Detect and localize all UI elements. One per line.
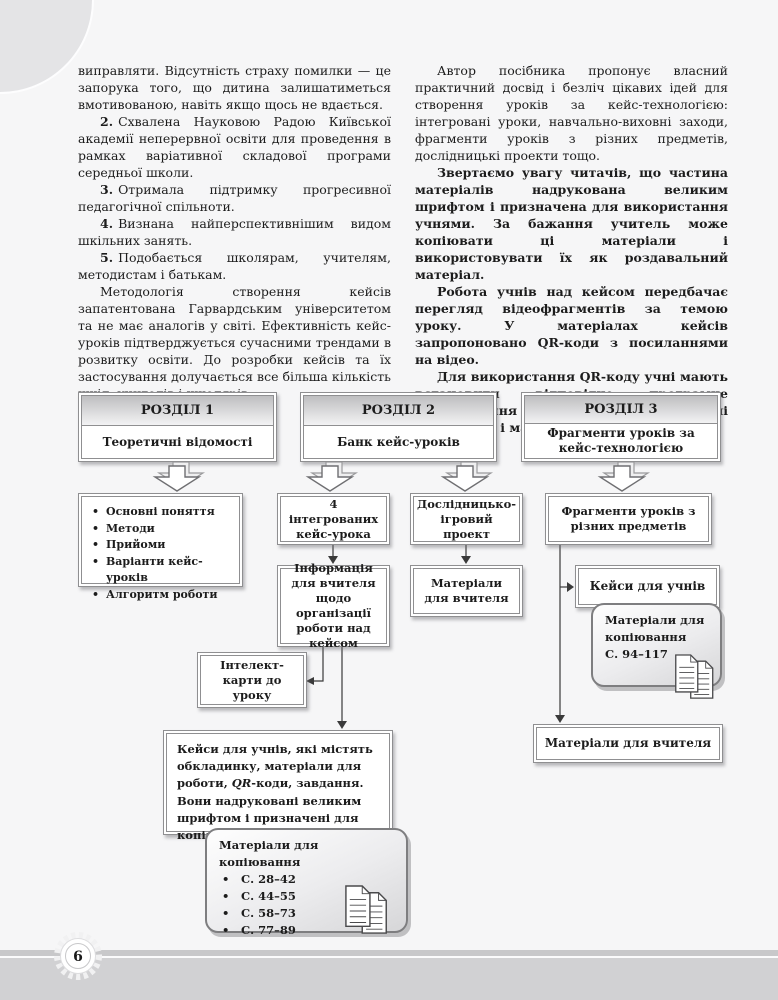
- section2-header: РОЗДІЛ 2 Банк кейс-уроків: [300, 392, 497, 462]
- section2-subtitle: Банк кейс-уроків: [304, 426, 493, 458]
- page-number: 6: [73, 949, 83, 965]
- topics-box: Основні поняття Методи Прийоми Варіанти …: [78, 493, 243, 603]
- section1-subtitle: Теоретичні відомості: [82, 426, 273, 458]
- topic-item: Основні поняття: [90, 504, 235, 521]
- section3-header: РОЗДІЛ 3 Фрагменти уроків за кейс-технол…: [521, 392, 721, 462]
- block-arrow-icon: [152, 462, 206, 492]
- block-arrow-icon: [305, 462, 359, 492]
- paragraph: 4.Визнана найперспективнішим видом шкіль…: [78, 215, 391, 249]
- paragraph: виправляти. Відсутність страху помилки —…: [78, 63, 391, 112]
- topic-item: Прийоми: [90, 537, 235, 554]
- research-project-box: Дослідницько-ігровий проект: [410, 493, 523, 545]
- copy-page-range: С. 77–89: [219, 922, 398, 939]
- item-number: 5.: [100, 250, 114, 265]
- block-arrow-icon: [597, 462, 651, 492]
- item-number: 2.: [100, 114, 114, 129]
- section1-header: РОЗДІЛ 1 Теоретичні відомості: [78, 392, 277, 462]
- paragraph: 2.Схвалена Науковою Радою Київської акад…: [78, 113, 391, 181]
- copy-page-range: С. 44–55: [219, 888, 398, 905]
- right-column: Автор посібника пропонує власний практич…: [415, 62, 728, 436]
- mind-maps-box: Інтелект-карти до уроку: [197, 652, 307, 708]
- documents-icon: [345, 885, 387, 934]
- teacher-info-box: Інформація для вчителя щодо організації …: [277, 561, 390, 650]
- description-text: Кейси для учнів, які містять обкладинку,…: [177, 742, 373, 791]
- topic-item: Варіанти кейс-уроків: [90, 554, 235, 587]
- paragraph-text: Отримала підтримку прогресивної педагогі…: [78, 182, 391, 214]
- paragraph-text: Визнана найперспективнішим видом шкільни…: [78, 216, 391, 248]
- copy-materials-title: Матеріали для копіювання: [605, 613, 705, 644]
- body-text: виправляти. Відсутність страху помилки —…: [78, 62, 728, 436]
- paragraph-text: Подобається школярам, учителям, методист…: [78, 250, 391, 282]
- copy-page-range: С. 58–73: [219, 905, 398, 922]
- qr-label: QR: [231, 776, 252, 791]
- section2-title: РОЗДІЛ 2: [304, 396, 493, 426]
- copy-page-range: С. 28–42: [219, 871, 398, 888]
- block-arrow-icon: [440, 462, 494, 492]
- subject-fragments-box: Фрагменти уроків з різних предметів: [545, 493, 712, 545]
- teacher-materials-bottom-box: Матеріали для вчителя: [533, 724, 723, 763]
- documents-icon: [675, 654, 714, 699]
- copy-page-range: С. 94–117: [605, 647, 668, 661]
- integrated-cases-box: 4 інтегрованих кейс-урока: [277, 493, 390, 545]
- student-cases-description-box: Кейси для учнів, які містять обкладинку,…: [163, 730, 393, 842]
- teacher-materials-box: Матеріали для вчителя: [410, 565, 523, 617]
- copy-materials-box: Матеріали для копіювання С. 28–42 С. 44–…: [205, 828, 408, 939]
- paragraph: Робота учнів над кейсом передбачає перег…: [415, 284, 728, 367]
- gear-icon: [54, 932, 102, 980]
- copy-materials-right-box: Матеріали для копіювання С. 94–117: [591, 603, 722, 699]
- footer-band: [0, 956, 778, 1000]
- topic-item: Алгоритм роботи: [90, 587, 235, 604]
- item-number: 3.: [100, 182, 114, 197]
- section3-subtitle: Фрагменти уроків за кейс-технологією: [525, 424, 717, 458]
- paragraph: Автор посібника пропонує власний практич…: [415, 63, 728, 163]
- topic-item: Методи: [90, 521, 235, 538]
- section3-title: РОЗДІЛ 3: [525, 396, 717, 424]
- left-column: виправляти. Відсутність страху помилки —…: [78, 62, 391, 436]
- paragraph-text: Схвалена Науковою Радою Київської академ…: [78, 114, 391, 180]
- paragraph: 5.Подобається школярам, учителям, методи…: [78, 249, 391, 283]
- student-cases-box: Кейси для учнів: [575, 565, 720, 608]
- section1-title: РОЗДІЛ 1: [82, 396, 273, 426]
- item-number: 4.: [100, 216, 114, 231]
- copy-materials-title: Матеріали для копіювання: [219, 838, 319, 869]
- paragraph: 3.Отримала підтримку прогресивної педаго…: [78, 181, 391, 215]
- paragraph: Методологія створення кейсів запатентова…: [78, 284, 391, 401]
- page-number-badge: 6: [54, 932, 102, 980]
- paragraph: Звертаємо увагу читачів, що частина мате…: [415, 165, 728, 282]
